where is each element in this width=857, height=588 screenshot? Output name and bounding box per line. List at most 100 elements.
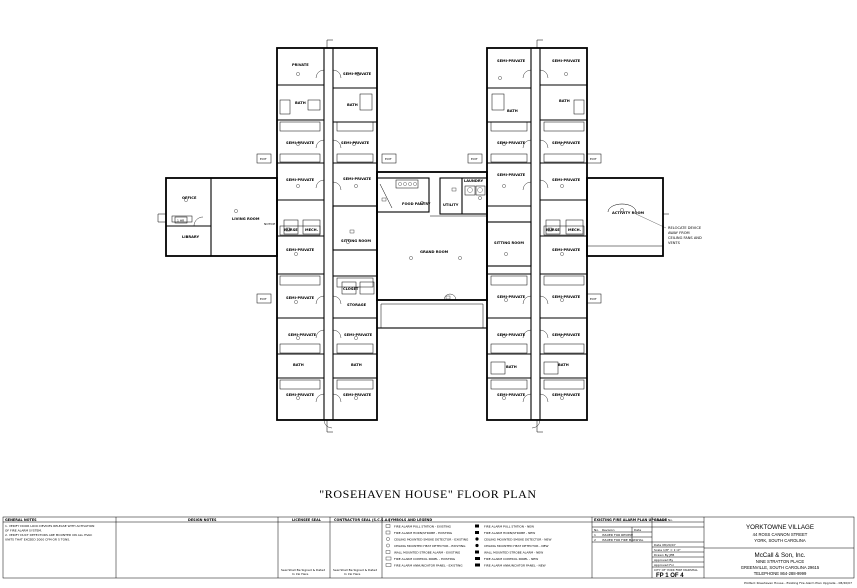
room-label: MECH. (568, 228, 581, 232)
room-label: SEMI-PRIVATE (552, 295, 581, 299)
room-label: LIBRARY (182, 235, 199, 239)
meta-approved-for: Approved For (654, 563, 675, 567)
general-note-line: 1. VERIFY DOOR LOCK DEVICES RELEASE WITH… (5, 524, 94, 528)
title-block: GENERAL NOTES 1. VERIFY DOOR LOCK DEVICE… (2, 516, 855, 585)
meta-approved-by: Approved By (654, 558, 673, 562)
room-label: SEMI-PRIVATE (497, 295, 526, 299)
room-label: BATH (507, 109, 518, 113)
room-label: SEMI-PRIVATE (497, 333, 526, 337)
room-label: ACTIVITY ROOM (612, 211, 645, 215)
room-label: FOOD PANTRY (402, 202, 431, 206)
room-label: LAUNDRY (464, 179, 483, 183)
client-address-line: 44 ROSS CANNON STREET (753, 532, 808, 537)
legend-item: FIRE ALARM HORN/STROBE - NEW (484, 531, 535, 535)
room-label: SEMI-PRIVATE (552, 393, 581, 397)
room-label: SEMI-PRIVATE (341, 141, 370, 145)
legend-item: CEILING MOUNTED HEAT DETECTOR - NEW (484, 544, 549, 548)
revision-no: 1 (594, 533, 596, 537)
exit-tag: EXIT (471, 157, 478, 161)
general-note-line: OF FIRE ALARM SYSTEM. (5, 529, 42, 533)
legend-item: WALL MOUNTED STROBE ALARM - NEW (484, 551, 543, 555)
room-label: GRAND ROOM (420, 250, 449, 254)
room-label: NURSE (284, 228, 298, 232)
right-wing-rooms (486, 48, 587, 429)
note-line: CEILING FANS AND (668, 236, 702, 240)
room-label: SEMI-PRIVATE (497, 173, 526, 177)
relocate-device-note: RELOCATE DEVICE AWAY FROM CEILING FANS A… (635, 213, 702, 245)
firm-address-line: GREENVILLE, SOUTH CAROLINA 29615 (741, 565, 820, 570)
legend-new: FIRE ALARM PULL STATION - NEW FIRE ALARM… (475, 524, 551, 568)
exit-tag: EXIT (590, 297, 597, 301)
room-label: SEMI-PRIVATE (286, 178, 315, 182)
building-walls (157, 39, 669, 433)
room-label: BATH (559, 99, 570, 103)
room-label: SEMI-PRIVATE (286, 393, 315, 397)
exit-tag: EXIT (590, 157, 597, 161)
legend-item: FIRE ALARM CONTROL PANEL - NEW (484, 557, 538, 561)
meta-approved-for-value: CITY OF YORK FIRE MARSHAL (654, 568, 698, 572)
room-label: SEMI-PRIVATE (497, 59, 526, 63)
client-address-line: YORK, SOUTH CAROLINA (754, 538, 806, 543)
room-label: SEMI-PRIVATE (286, 248, 315, 252)
room-label: NURSE (546, 228, 560, 232)
room-label: SITTING ROOM (494, 241, 524, 245)
room-label: BATH (558, 363, 569, 367)
design-notes-heading: DESIGN NOTES (188, 518, 217, 522)
room-label: MECH. (305, 228, 318, 232)
firm-phone: TELEPHONE 864-288-9999 (754, 571, 807, 576)
room-label: PRIVATE (292, 63, 309, 67)
left-wing-rooms (277, 48, 378, 429)
revision-header-no: No. (594, 528, 599, 532)
general-notes-heading: GENERAL NOTES (5, 518, 37, 522)
room-label: SEMI-PRIVATE (288, 333, 317, 337)
client-name: YORKTOWNE VILLAGE (746, 524, 814, 531)
room-label: BATH (293, 363, 304, 367)
room-label: BATH (351, 363, 362, 367)
meta-drawn-by: Drawn By JEB (654, 553, 674, 557)
seal-instruction: In Ink Here (292, 572, 308, 576)
legend-item: FIRE ALARM PULL STATION - NEW (484, 525, 534, 529)
room-label: SITTING ROOM (341, 239, 371, 243)
legend-item: CEILING MOUNTED SMOKE DETECTOR - NEW (484, 538, 551, 542)
room-label: SEMI-PRIVATE (497, 141, 526, 145)
plot-stamp: Plotted: Rosehaven House - Existing Fire… (744, 581, 852, 585)
room-label: SEMI-PRIVATE (343, 177, 372, 181)
room-label: SEMI-PRIVATE (552, 333, 581, 337)
room-label: SEMI-PRIVATE (552, 248, 581, 252)
fire-alarm-devices (184, 72, 624, 400)
project-label: EXISTING FIRE ALARM PLAN UPGRADE (594, 518, 668, 522)
legend-item: CEILING MOUNTED SMOKE DETECTOR - EXISTIN… (394, 538, 469, 542)
revision-desc: ISSUED FOR FIRE MARSHAL (602, 538, 644, 542)
note-line: VENTS (668, 241, 681, 245)
legend-heading: SYMBOLS AND LEGEND (388, 518, 432, 522)
legend-item: WALL MOUNTED STROBE ALARM - EXISTING (394, 551, 461, 555)
note-line: AWAY FROM (668, 231, 690, 235)
exit-tag: EXIT (385, 157, 392, 161)
room-label: SEMI-PRIVATE (552, 141, 581, 145)
room-label: UTILITY (443, 203, 459, 207)
legend-item: CEILING MOUNTED HEAT DETECTOR - EXISTING (394, 544, 466, 548)
firm-address-line: NINE STRATTON PLACE (756, 559, 804, 564)
exit-tag: EXIT (260, 297, 267, 301)
room-label: BATH (347, 103, 358, 107)
contractor-seal-heading: CONTRACTOR SEAL (S.C.S.A.) (334, 518, 391, 522)
hr-tag: 1 HR (177, 219, 184, 223)
revision-desc: ISSUED FOR REVIEW (602, 533, 633, 537)
room-label: SEMI-PRIVATE (552, 59, 581, 63)
revision-header-desc: Revision (602, 528, 615, 532)
drawing-title: "ROSEHAVEN HOUSE" FLOOR PLAN (319, 487, 536, 501)
center-block-rooms (166, 177, 663, 301)
revision-header-date: Date (634, 528, 641, 532)
room-label: SEMI-PRIVATE (343, 393, 372, 397)
exit-tag: EXIT (260, 157, 267, 161)
room-label: BATH (295, 101, 306, 105)
general-note-line: 2. VERIFY DUCT DETECTORS ARE MOUNTED ON … (5, 533, 92, 537)
room-label: STORAGE (347, 303, 367, 307)
room-label: CLOSET (343, 287, 359, 291)
notice-tag: NOTICE (264, 222, 275, 226)
revision-no: 2 (594, 538, 596, 542)
note-line: RELOCATE DEVICE (668, 226, 702, 230)
sheet-number: FP 1 OF 4 (656, 573, 684, 579)
legend-item: FIRE ALARM ANNUNCIATOR PANEL - NEW (484, 564, 546, 568)
